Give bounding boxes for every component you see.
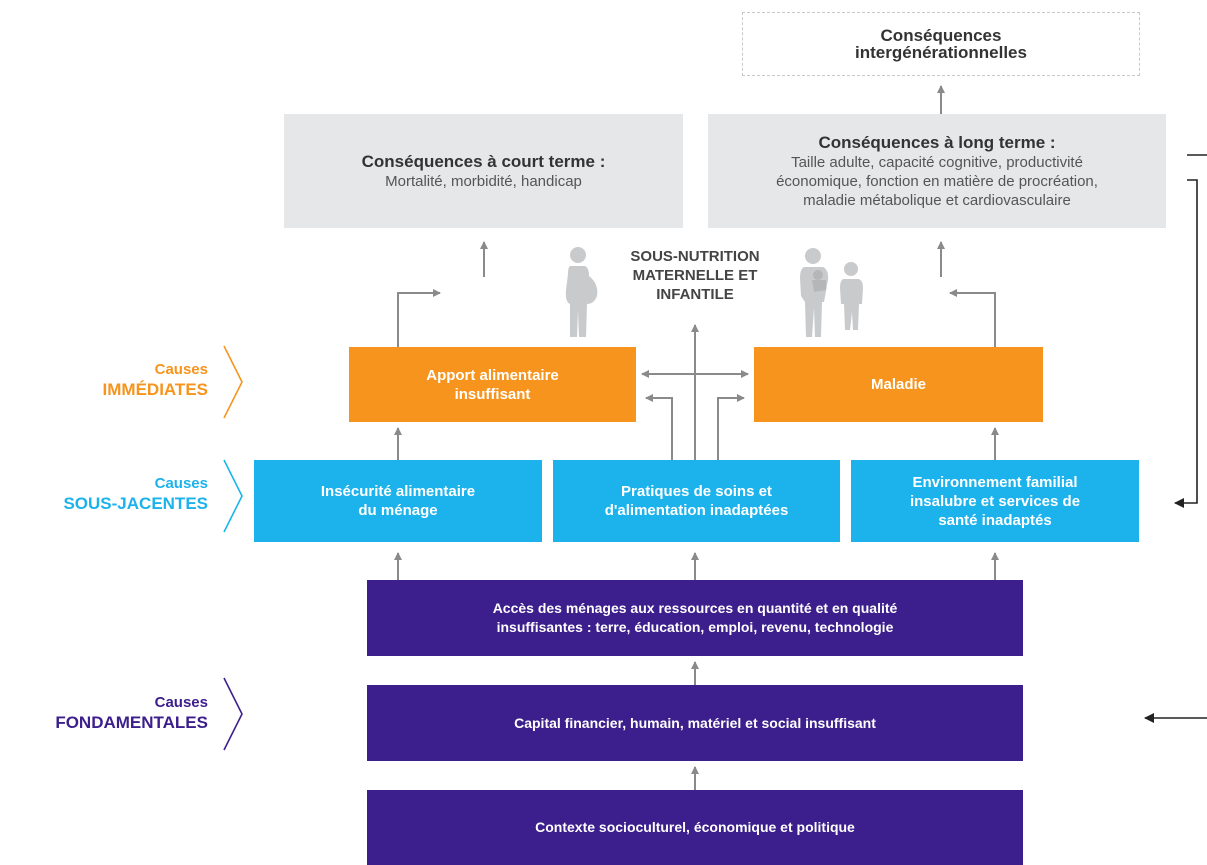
- immediate-causes-label-top: Causes: [154, 361, 208, 378]
- inadequate-food-intake-box: Apport alimentaire insuffisant: [349, 347, 636, 422]
- capital-box: Capital financier, humain, matériel et s…: [367, 685, 1023, 761]
- context-text: Contexte socioculturel, économique et po…: [535, 819, 855, 835]
- underlying-causes-label-bottom: SOUS-JACENTES: [63, 494, 208, 513]
- underlying-causes-label-top: Causes: [154, 475, 208, 492]
- arrow-pratiques-apport: [645, 394, 673, 460]
- care-feeding-practices-box: Pratiques de soins et d'alimentation ina…: [553, 460, 840, 542]
- chevron-underlying: [223, 459, 243, 533]
- long-term-text: Taille adulte, capacité cognitive, produ…: [776, 153, 1098, 209]
- short-term-consequences-box: Conséquences à court terme : Mortalité, …: [284, 114, 683, 228]
- fundamental-causes-label: Causes FONDAMENTALES: [40, 693, 208, 733]
- unhealthy-environment-text: Environnement familial insalubre et serv…: [909, 473, 1081, 529]
- household-food-insecurity-box: Insécurité alimentaire du ménage: [254, 460, 542, 542]
- chevron-immediate: [223, 345, 243, 419]
- unhealthy-environment-box: Environnement familial insalubre et serv…: [851, 460, 1139, 542]
- long-term-consequences-box: Conséquences à long terme : Taille adult…: [708, 114, 1166, 228]
- household-resource-access-text: Accès des ménages aux ressources en quan…: [492, 600, 898, 635]
- fundamental-causes-label-top: Causes: [154, 694, 208, 711]
- arrow-apport-elbow: [397, 289, 441, 347]
- disease-box: Maladie: [754, 347, 1043, 422]
- disease-text: Maladie: [870, 376, 927, 393]
- arrow-pratiques-maladie: [717, 394, 745, 460]
- short-term-text: Mortalité, morbidité, handicap: [385, 172, 582, 190]
- pregnant-woman-icon: [565, 247, 598, 337]
- inadequate-food-intake-text: Apport alimentaire insuffisant: [426, 366, 559, 403]
- arrow-maladie-elbow: [949, 289, 996, 347]
- household-food-insecurity-text: Insécurité alimentaire du ménage: [320, 483, 476, 519]
- mother-child-icon: [800, 248, 863, 337]
- intergenerational-title: Conséquences intergénérationnelles: [855, 26, 1027, 62]
- context-box: Contexte socioculturel, économique et po…: [367, 790, 1023, 865]
- intergenerational-consequences-box: Conséquences intergénérationnelles: [742, 12, 1140, 76]
- immediate-causes-label: Causes IMMÉDIATES: [40, 360, 208, 400]
- maternal-child-undernutrition-label: SOUS-NUTRITION MATERNELLE ET INFANTILE: [630, 248, 760, 303]
- short-term-title: Conséquences à court terme :: [361, 151, 606, 171]
- capital-text: Capital financier, humain, matériel et s…: [514, 714, 876, 731]
- chevron-fundamental: [223, 677, 243, 751]
- household-resource-access-box: Accès des ménages aux ressources en quan…: [367, 580, 1023, 656]
- underlying-causes-label: Causes SOUS-JACENTES: [40, 474, 208, 514]
- fundamental-causes-label-bottom: FONDAMENTALES: [55, 713, 208, 732]
- long-term-title: Conséquences à long terme :: [818, 132, 1056, 152]
- feedback-arrow-underlying: [1174, 179, 1198, 508]
- immediate-causes-label-bottom: IMMÉDIATES: [102, 380, 208, 399]
- care-feeding-practices-text: Pratiques de soins et d'alimentation ina…: [604, 483, 789, 519]
